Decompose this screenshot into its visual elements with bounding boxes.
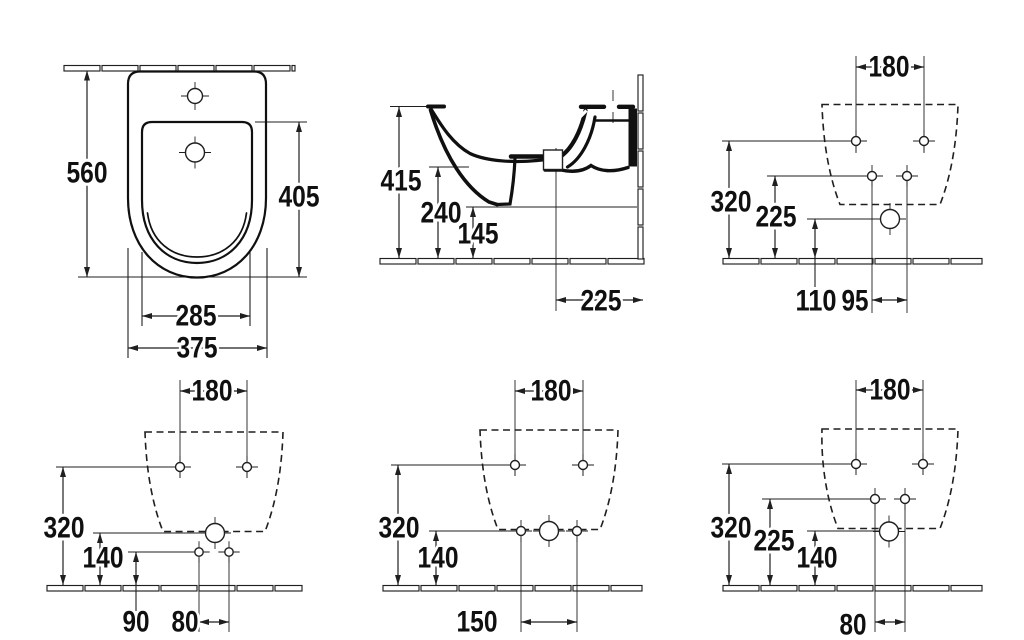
dim-label-bolt-height: 320 (379, 512, 420, 545)
dim-label-underside-height: 145 (458, 218, 499, 251)
drain-hole (873, 515, 905, 548)
nozzle-gap (578, 109, 588, 119)
dim-label-mid-holes-height: 225 (754, 525, 795, 558)
drain-hole (199, 517, 231, 549)
bidet-outer-outline (126, 70, 268, 279)
mounting-hole (913, 130, 935, 152)
dim-label-rim-height: 415 (381, 165, 422, 198)
floor-section-hatch (379, 257, 645, 265)
inner-bowl-curve (429, 107, 549, 164)
dim-label-bolt-height: 320 (44, 512, 85, 545)
dim-label-drain-height: 140 (83, 542, 124, 575)
dim-label-outlet-height: 240 (421, 197, 462, 230)
bidet-rear-outline-dashed (479, 429, 619, 531)
floor-section-hatch (722, 584, 983, 592)
wall-section-hatch (637, 74, 644, 260)
drain-hole-mark (179, 136, 211, 169)
tap-hole-mark (181, 82, 209, 110)
rear-view-a: 180 320 225 110 95 (708, 48, 983, 321)
floor-section-hatch (46, 584, 303, 592)
dim-label-bolt-spacing: 180 (192, 375, 233, 408)
dim-label-bolt-spacing: 180 (869, 51, 910, 84)
fixing-hole (861, 165, 883, 187)
fixing-hole (566, 520, 588, 542)
floor-section-hatch (382, 584, 643, 592)
mounting-back (628, 108, 637, 167)
mounting-hole (572, 454, 594, 476)
bidet-rear-outline-dashed (821, 428, 959, 530)
dim-label-low-holes-spacing: 80 (172, 606, 199, 639)
mounting-hole (236, 456, 258, 478)
dim-label-overall-width: 375 (177, 332, 218, 365)
dim-label-drain-wall-distance: 225 (581, 285, 622, 318)
fixing-hole (510, 520, 532, 542)
water-channel-curve (565, 115, 597, 169)
dim-label-low-holes-height: 90 (123, 606, 150, 639)
mounting-hole (912, 453, 934, 475)
fixing-hole (218, 541, 240, 563)
drain-hole (874, 203, 906, 235)
dim-label-bowl-width: 285 (176, 300, 217, 333)
bidet-profile (426, 104, 637, 207)
drain-hole (533, 515, 565, 547)
dim-label-bolt-spacing: 180 (531, 375, 572, 408)
fixing-hole (896, 165, 918, 187)
side-section-view: 415 240 145 225 (378, 74, 645, 321)
dim-label-drain-height: 140 (418, 542, 459, 575)
mounting-hole (845, 453, 867, 475)
drain-fitting (542, 149, 564, 171)
dim-label-drain-height: 110 (796, 285, 837, 318)
mounting-hole (169, 456, 191, 478)
dim-label-overall-depth: 560 (67, 157, 108, 190)
dim-label-bolt-spacing: 180 (870, 374, 911, 407)
wall-section-hatch (63, 64, 296, 72)
dim-label-low-holes-spacing: 150 (457, 606, 498, 639)
bidet-rear-outline-dashed (144, 431, 284, 533)
rear-view-c: 180 320 140 150 (376, 372, 643, 640)
fixing-hole (188, 541, 210, 563)
dim-label-mid-holes-height: 225 (756, 201, 797, 234)
dim-label-bowl-depth: 405 (279, 181, 320, 214)
rear-view-b: 180 320 140 90 80 (41, 372, 303, 640)
rear-underside (495, 156, 517, 207)
dim-label-mid-holes-spacing: 80 (840, 609, 867, 640)
outer-underside-curve (428, 108, 499, 207)
floor-section-hatch (722, 257, 983, 265)
dim-label-drain-height: 140 (797, 542, 838, 575)
dim-label-bolt-height: 320 (711, 186, 752, 219)
trap-bottom (543, 163, 630, 173)
bidet-rear-outline-dashed (821, 103, 959, 206)
dim-label-mid-holes-spacing: 95 (842, 285, 869, 318)
dim-label-bolt-height: 320 (711, 512, 752, 545)
bidet-rim-lip (146, 212, 248, 258)
fixing-hole (894, 488, 916, 510)
rear-view-d: 180 320 225 140 80 (708, 371, 983, 640)
bidet-inner-rim (140, 120, 254, 265)
top-view: 560 405 285 375 (63, 64, 323, 368)
fixing-hole (864, 488, 886, 510)
mounting-hole (504, 454, 526, 476)
mounting-hole (845, 130, 867, 152)
